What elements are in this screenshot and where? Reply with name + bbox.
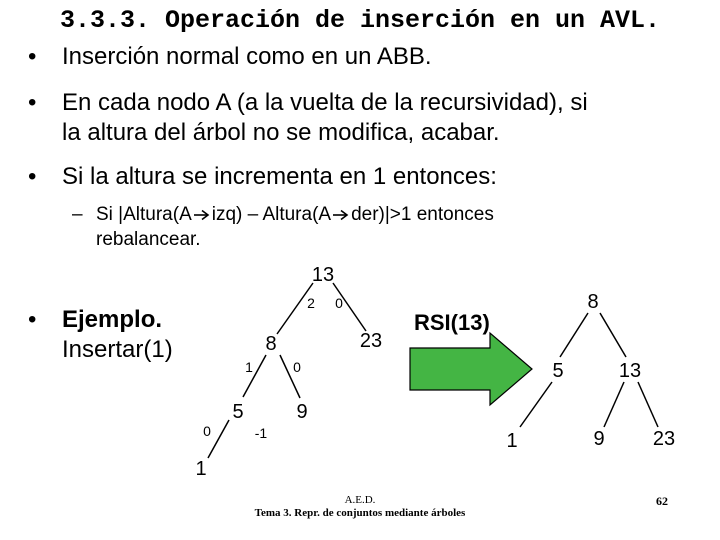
edge-13-23 — [332, 282, 367, 332]
tree-node: 13 — [312, 264, 334, 286]
tree-node: 8 — [265, 333, 276, 355]
tree-before-balance-factors: 2 0 1 0 0 -1 — [203, 295, 343, 441]
tree-node: 5 — [232, 401, 243, 423]
bullet-text-line-1: En cada nodo A (a la vuelta de la recurs… — [62, 89, 588, 116]
page-number: 62 — [656, 494, 668, 508]
sub-bullet-part-2: izq) – Altura(A — [211, 204, 332, 225]
tree-node: 13 — [619, 360, 641, 382]
edge-13-8 — [276, 282, 314, 335]
balance-factor: 0 — [293, 359, 301, 375]
tree-after-edges — [519, 312, 659, 428]
sub-bullet-line-1: Si |Altura(A izq) – Altura(A der)|>1 enton… — [96, 202, 494, 227]
sub-bullet-line-2: rebalancear. — [96, 229, 201, 250]
tree-node: 8 — [587, 291, 598, 313]
balance-factor: 2 — [307, 295, 315, 311]
footer-topic: Tema 3. Repr. de conjuntos mediante árbo… — [254, 507, 466, 519]
bullet-mark: • — [28, 306, 37, 333]
example-text: Insertar(1) — [62, 336, 173, 363]
tree-node: 9 — [593, 428, 604, 450]
bullet-text-line-2: la altura del árbol no se modifica, acab… — [62, 119, 500, 146]
bullet-mark: • — [28, 43, 37, 70]
bullet-mark: • — [28, 89, 37, 116]
edge-8-9 — [279, 354, 301, 399]
bullet-mark: • — [28, 163, 37, 190]
tree-node: 5 — [552, 360, 563, 382]
sub-bullet-part-3: der)|>1 entonces — [351, 204, 494, 225]
tree-node: 1 — [506, 430, 517, 452]
slide-title: 3.3.3. Operación de inserción en un AVL. — [59, 6, 661, 35]
tree-node: 23 — [653, 428, 675, 450]
balance-factor: 0 — [335, 295, 343, 311]
tree-node: 9 — [296, 401, 307, 423]
bullet-text: Inserción normal como en un ABB. — [62, 43, 432, 70]
balance-factor: -1 — [255, 425, 268, 441]
edge-5-1 — [519, 381, 553, 428]
bullet-text: Si la altura se incrementa en 1 entonces… — [62, 163, 497, 190]
example-label: Ejemplo. — [62, 306, 163, 333]
edge-13-23 — [637, 381, 659, 428]
tree-after-nodes: 8 5 13 1 9 23 — [506, 291, 675, 452]
balance-factor: 0 — [203, 423, 211, 439]
rotation-arrow-icon — [409, 331, 533, 407]
sub-bullet-part-1: Si |Altura(A — [96, 204, 192, 225]
rotation-label: RSI(13) — [414, 310, 490, 335]
edge-13-9 — [603, 381, 625, 428]
edge-5-1 — [207, 419, 230, 459]
edge-8-5 — [559, 312, 589, 358]
sub-bullet-mark: – — [72, 204, 83, 225]
footer-course: A.E.D. — [344, 494, 376, 506]
tree-node: 1 — [195, 458, 206, 480]
arrow-right-icon — [333, 209, 349, 221]
balance-factor: 1 — [245, 359, 253, 375]
tree-before-edges — [207, 282, 367, 459]
edge-8-5 — [242, 354, 267, 398]
tree-node: 23 — [360, 330, 382, 352]
edge-8-13 — [599, 312, 627, 358]
tree-before-nodes: 13 8 23 5 9 1 — [195, 264, 382, 480]
slide-footer: A.E.D. Tema 3. Repr. de conjuntos median… — [0, 494, 720, 520]
arrow-right-icon — [193, 209, 210, 221]
